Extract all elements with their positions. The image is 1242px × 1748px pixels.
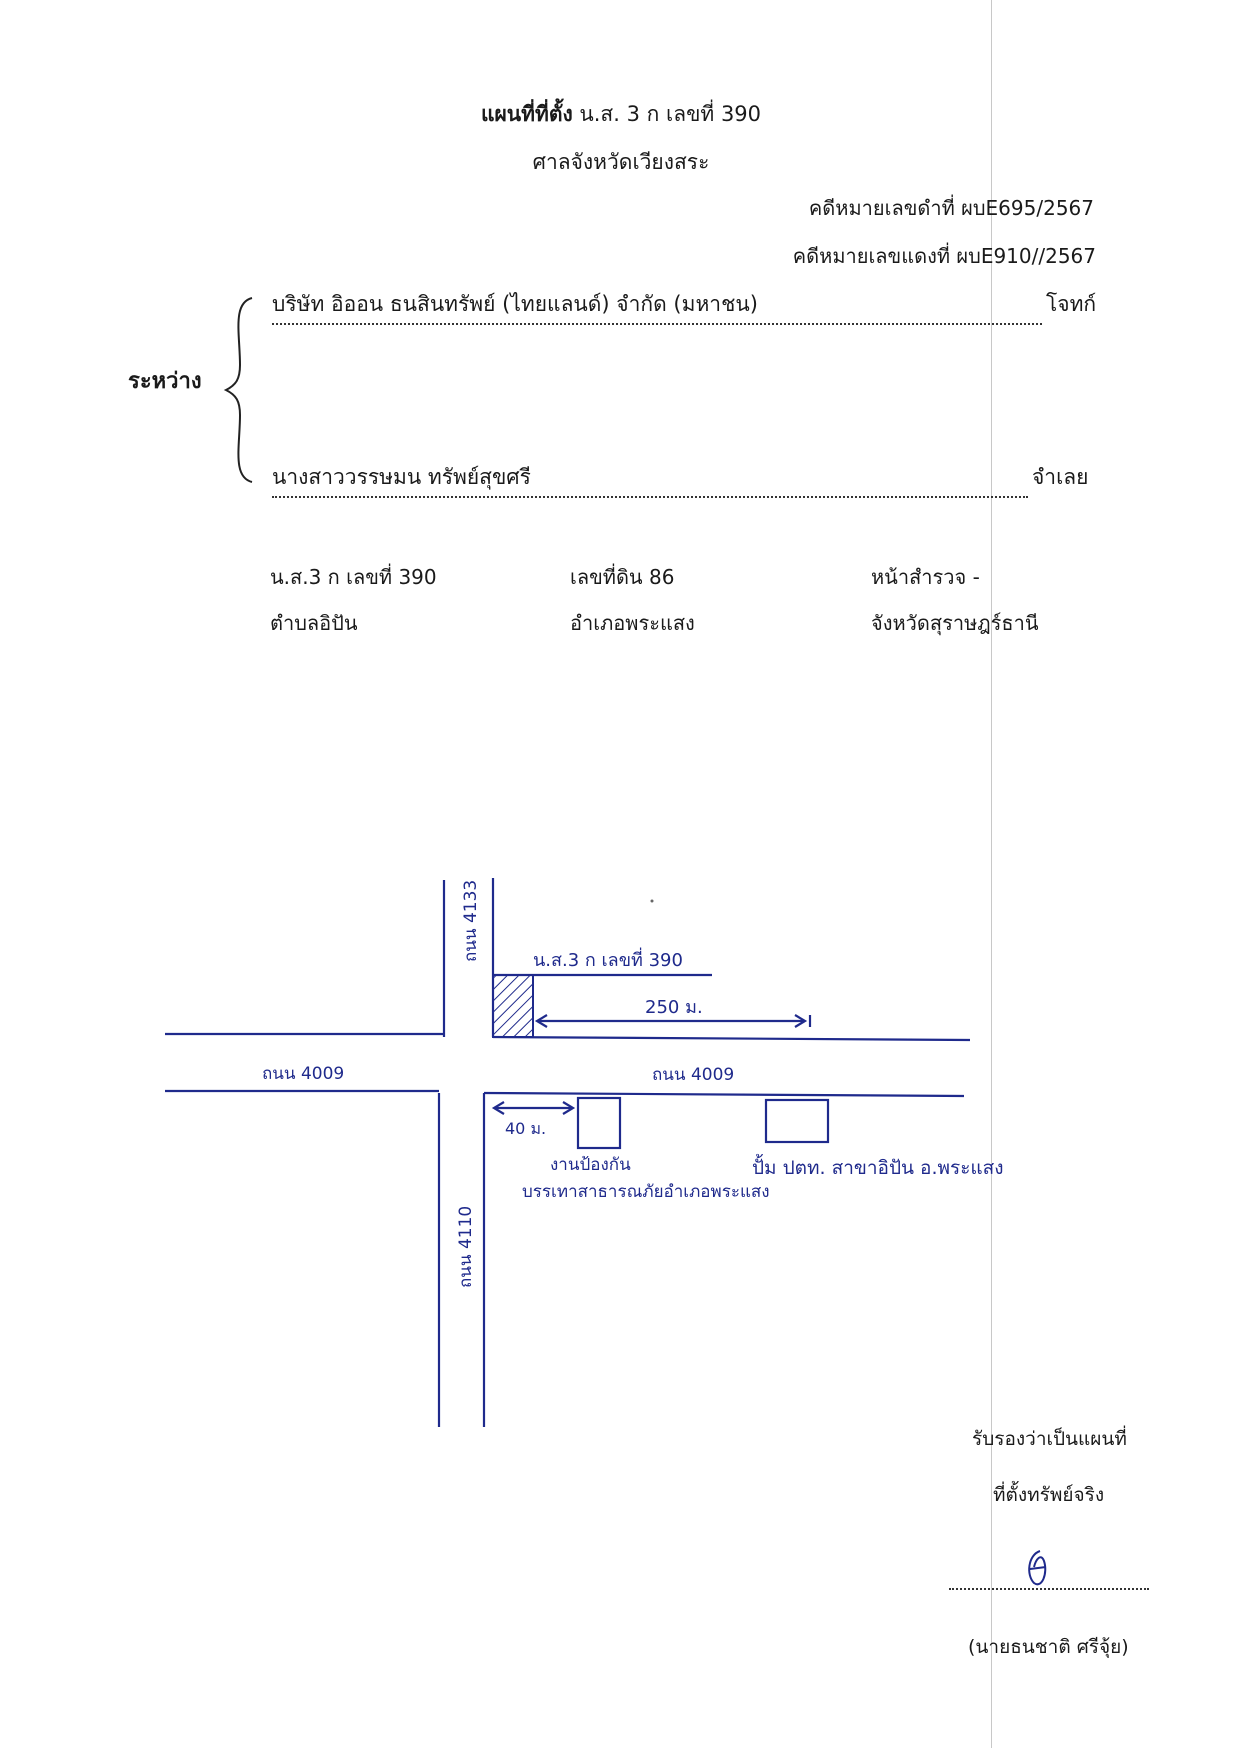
curly-brace	[223, 297, 253, 483]
fold-line	[991, 0, 992, 1748]
signature-line	[949, 1588, 1149, 1590]
road-east-top-edge	[492, 1035, 971, 1042]
black-case-number: คดีหมายเลขดำที่ ผบE695/2567	[808, 196, 1094, 220]
defendant-role: จำเลย	[1032, 465, 1089, 489]
signer-name: (นายธนชาติ ศรีจุ้ย)	[968, 1636, 1129, 1658]
landmark-1-line2: บรรเทาสาธารณภัยอำเภอพระแสง	[522, 1182, 770, 1202]
province: จังหวัดสุราษฎร์ธานี	[871, 611, 1039, 635]
road-west-label: ถนน 4009	[262, 1064, 344, 1084]
road-north-label: ถนน 4133	[461, 880, 481, 962]
deed-number: น.ส.3 ก เลขที่ 390	[270, 565, 437, 589]
arrow-head-left	[534, 1014, 548, 1028]
between-label: ระหว่าง	[128, 369, 202, 394]
title-rest: น.ส. 3 ก เลขที่ 390	[579, 102, 762, 126]
defendant-name: นางสาววรรษมน ทรัพย์สุขศรี	[272, 465, 531, 489]
distance-250-label: 250 ม.	[645, 997, 703, 1018]
parcel-hatched	[492, 974, 534, 1038]
defendant-line: นางสาววรรษมน ทรัพย์สุขศรี	[272, 461, 1028, 498]
road-south-label: ถนน 4110	[456, 1206, 476, 1288]
district: อำเภอพระแสง	[570, 611, 695, 635]
certification-line1: รับรองว่าเป็นแผนที่	[972, 1428, 1127, 1450]
plaintiff-name: บริษัท อิออน ธนสินทรัพย์ (ไทยแลนด์) จำกั…	[272, 292, 758, 316]
red-case-number: คดีหมายเลขแดงที่ ผบE910//2567	[792, 244, 1096, 268]
certification-line2: ที่ตั้งทรัพย์จริง	[993, 1484, 1105, 1506]
parcel-label: น.ส.3 ก เลขที่ 390	[533, 947, 683, 971]
landmark-2-label: ปั้ม ปตท. สาขาอิปัน อ.พระแสง	[752, 1154, 1004, 1179]
arrow-head-right	[794, 1014, 808, 1028]
title-bold: แผนที่ที่ตั้ง	[480, 102, 573, 126]
arrow-head-40	[562, 1101, 576, 1115]
court-name: ศาลจังหวัดเวียงสระ	[532, 150, 710, 174]
plaintiff-role: โจทก์	[1046, 292, 1097, 316]
land-number: เลขที่ดิน 86	[570, 565, 675, 589]
subdistrict: ตำบลอิปัน	[270, 611, 358, 635]
distance-40-label: 40 ม.	[505, 1119, 546, 1138]
landmark-box-1	[576, 1096, 622, 1150]
landmark-box-2	[764, 1098, 830, 1144]
plaintiff-line: บริษัท อิออน ธนสินทรัพย์ (ไทยแลนด์) จำกั…	[272, 288, 1042, 325]
signature-mark	[1028, 1550, 1047, 1586]
page-title: แผนที่ที่ตั้ง น.ส. 3 ก เลขที่ 390	[0, 98, 1242, 131]
survey-page: หน้าสำรวจ -	[871, 565, 980, 589]
landmark-1-line1: งานป้องกัน	[550, 1155, 631, 1175]
road-east-bottom-edge	[483, 1091, 965, 1098]
road-east-label: ถนน 4009	[652, 1065, 734, 1085]
